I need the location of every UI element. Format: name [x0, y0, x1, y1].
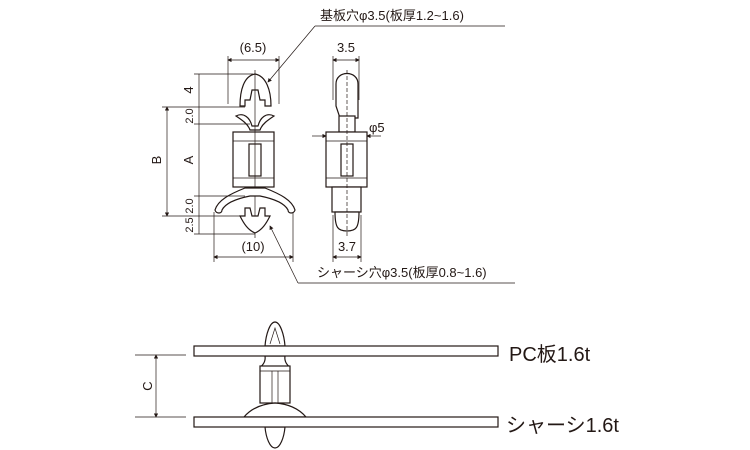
dim-2-0-top: 2.0: [184, 108, 196, 123]
side-width-bottom: 3.7: [338, 239, 356, 254]
board-hole-callout: 基板穴φ3.5(板厚1.2~1.6): [267, 8, 505, 83]
dim-2-0-bottom: 2.0: [184, 198, 196, 213]
assembly-view: C PC板1.6t シャーシ1.6t: [135, 321, 619, 449]
dim-2-5: 2.5: [184, 217, 196, 232]
dim-a: A: [181, 155, 196, 164]
board-hole-label: 基板穴φ3.5(板厚1.2~1.6): [320, 8, 464, 23]
side-view: 3.5 φ5 3.7: [312, 40, 385, 262]
pc-board-plate: [193, 345, 499, 357]
front-width-top: (6.5): [240, 40, 267, 55]
front-view: (6.5) (10) 4 2.0 A 2.0 2.5 B: [149, 40, 296, 262]
dim-b: B: [149, 156, 164, 165]
pc-board-label: PC板1.6t: [509, 343, 591, 366]
dim-4: 4: [181, 86, 196, 93]
chassis-hole-callout: シャーシ穴φ3.5(板厚0.8~1.6): [269, 225, 515, 284]
side-diameter: φ5: [369, 120, 385, 135]
front-width-bottom: (10): [241, 239, 264, 254]
chassis-plate: [193, 416, 499, 428]
dim-c: C: [140, 381, 155, 390]
chassis-hole-label: シャーシ穴φ3.5(板厚0.8~1.6): [317, 265, 487, 280]
side-width-top: 3.5: [337, 40, 355, 55]
chassis-label: シャーシ1.6t: [506, 415, 619, 437]
